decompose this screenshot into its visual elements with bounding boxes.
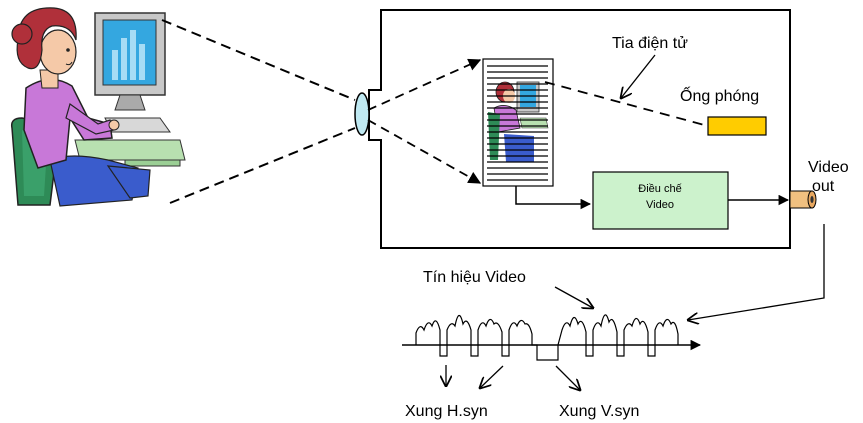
video-signal-label: Tín hiệu Video [423,269,526,286]
view-line-top [161,19,356,101]
view-line-bottom [169,127,356,204]
modulator-block [592,171,729,230]
tube-block [707,116,767,136]
video-signal-pointer [554,286,593,308]
v-sync-pointer [555,365,580,390]
lens-icon [354,92,370,136]
h-sync-label: Xung H.syn [405,403,488,420]
modulator-label-line1: Điều chế [638,183,681,195]
v-sync-label: Xung V.syn [559,403,639,420]
target-image [482,58,554,187]
electron-beam-label: Tia điện tử [612,35,688,52]
beam-to-target-bottom [367,119,482,184]
video-out-label-line1: Video [808,159,849,176]
video-signal-waveform [415,314,679,361]
connector-icon [789,190,817,209]
modulator-label-line2: Video [646,199,674,211]
tube-label: Ống phóng [680,85,759,105]
person-at-computer-icon [10,7,186,207]
electron-beam-pointer [621,54,656,98]
beam-to-target-top [367,58,482,111]
target-to-modulator-arrow [515,186,592,210]
output-to-signal-arrow [688,224,825,320]
electron-beam-line [544,81,709,127]
video-out-label-line2: out [812,178,835,195]
h-sync-pointer-2 [480,365,504,388]
